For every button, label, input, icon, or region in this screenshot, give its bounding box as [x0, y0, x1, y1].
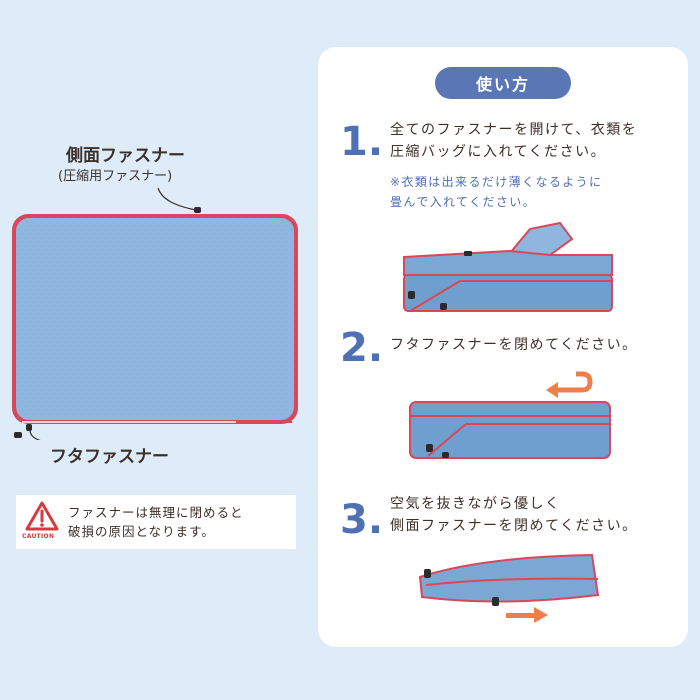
step-3-line-1: 空気を抜きながら優しく	[390, 496, 561, 512]
lid-zipper-label: フタファスナー	[50, 447, 169, 467]
side-zipper-label: 側面ファスナー	[66, 146, 185, 166]
side-zipper-sublabel: (圧縮用ファスナー)	[58, 169, 173, 184]
caution-line-1: ファスナーは無理に閉めると	[68, 505, 244, 520]
how-to-card: 使い方 1. 全てのファスナーを開けて、衣類を 圧縮バッグに入れてください。 ※…	[318, 47, 688, 647]
step-3-illustration	[418, 553, 600, 623]
caution-word: CAUTION	[22, 533, 55, 540]
caution-line-2: 破損の原因となります。	[68, 524, 215, 539]
bag-top-view-illustration	[12, 187, 298, 440]
step-3-line-2: 側面ファスナーを閉めてください。	[390, 517, 638, 534]
step-2-line-1: フタファスナーを閉めてください。	[390, 337, 638, 353]
step-1-illustration	[403, 221, 613, 312]
how-to-title: 使い方	[435, 67, 571, 99]
step-1-note-1: ※衣類は出来るだけ薄くなるように	[390, 175, 603, 189]
step-1-line-1: 全てのファスナーを開けて、衣類を	[390, 122, 638, 138]
step-3-number: 3.	[340, 497, 384, 543]
step-2-number: 2.	[340, 325, 384, 371]
step-1-line-2: 圧縮バッグに入れてください。	[390, 143, 607, 160]
caution-box: CAUTION ファスナーは無理に閉めると 破損の原因となります。	[16, 495, 296, 549]
step-2-illustration	[409, 371, 611, 459]
step-1-note-2: 畳んで入れてください。	[390, 195, 537, 210]
step-1-number: 1.	[340, 119, 384, 165]
caution-icon: CAUTION	[16, 495, 68, 549]
